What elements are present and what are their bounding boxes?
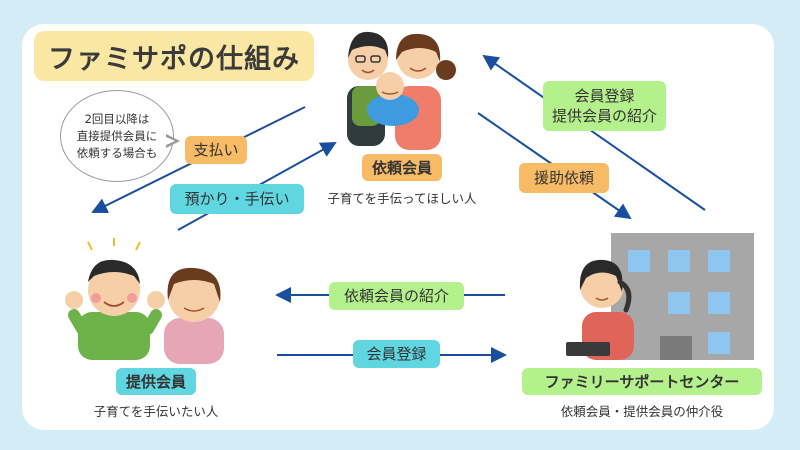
diagram-title: ファミサポの仕組み [34, 31, 314, 81]
tag-introduce-requester: 依頼会員の紹介 [329, 282, 464, 310]
note-line-3: 依頼する場合も [76, 145, 158, 160]
note-line-1: 2回目以降は [84, 111, 150, 126]
requester-label: 依頼会員 [362, 154, 442, 181]
arrow-registration [482, 54, 706, 211]
tag-support-request: 援助依頼 [519, 163, 609, 193]
center-caption: 依頼会員・提供会員の仲介役 [560, 404, 724, 419]
requester-caption: 子育てを手伝ってほしい人 [327, 191, 477, 206]
tag-registration: 会員登録 提供会員の紹介 [543, 81, 666, 131]
note-bubble-tail-inner [164, 136, 175, 146]
center-label: ファミリーサポートセンター [522, 368, 762, 395]
provider-label: 提供会員 [116, 368, 196, 395]
tag-provider-registration: 会員登録 [353, 340, 440, 368]
family-illustration [347, 31, 456, 150]
center-illustration [566, 233, 754, 360]
tag-registration-line-1: 会員登録 [574, 87, 635, 105]
note-line-2: 直接提供会員に [76, 128, 158, 143]
tag-registration-line-2: 提供会員の紹介 [551, 107, 657, 125]
provider-illustration [65, 238, 224, 364]
tag-payment: 支払い [185, 136, 247, 164]
provider-caption: 子育てを手伝いたい人 [93, 404, 219, 419]
tag-care: 預かり・手伝い [170, 184, 304, 214]
note-bubble: 2回目以降は 直接提供会員に 依頼する場合も [60, 90, 174, 182]
